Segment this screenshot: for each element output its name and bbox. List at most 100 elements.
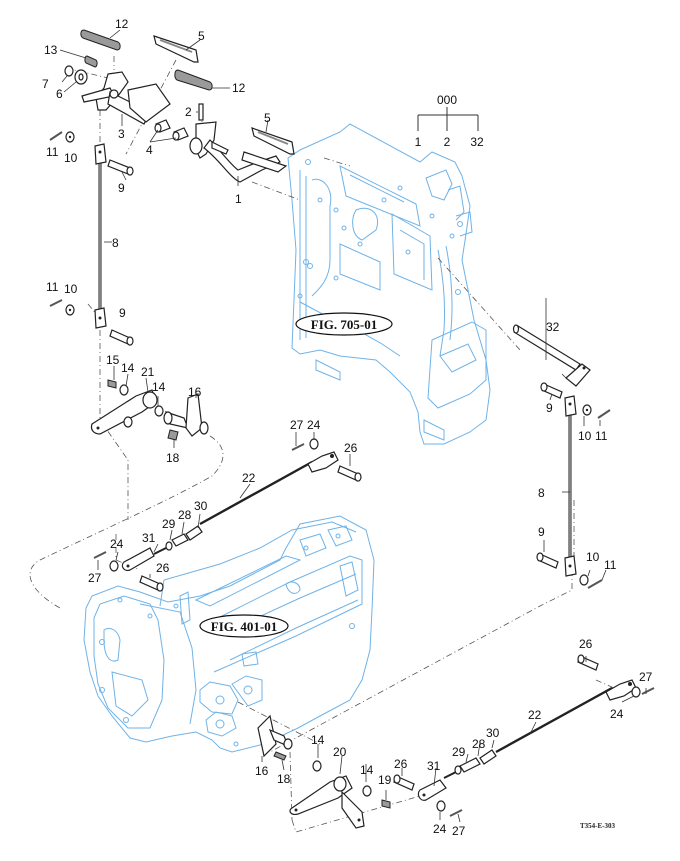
clevis-pin-26a	[337, 465, 362, 482]
callout-30-upper: 30	[194, 499, 208, 513]
callout-22-lower: 22	[528, 708, 542, 722]
callout-9-lower-left: 9	[119, 306, 126, 320]
callout-10-upper-left: 10	[64, 151, 78, 165]
clevis-pin-9b	[109, 329, 134, 346]
o-ring-14b	[154, 405, 164, 417]
assembly-child-32: 32	[470, 135, 484, 149]
rod-8-right	[564, 395, 577, 577]
bolt-15	[107, 379, 117, 389]
callout-8-left: 8	[112, 236, 119, 250]
fig-reference-705-01: FIG. 705-01	[295, 312, 393, 336]
cotter-pin-27c	[641, 687, 655, 695]
o-ring-14d	[362, 785, 372, 797]
callout-31-lower: 31	[427, 759, 441, 773]
callout-9-upper-right: 9	[546, 401, 553, 415]
callout-19: 19	[378, 773, 392, 787]
assembly-dash-lines	[29, 56, 615, 833]
callout-26-upper: 26	[344, 441, 358, 455]
callout-24-mid-left: 24	[110, 537, 124, 551]
callout-14-c: 14	[311, 733, 325, 747]
linkage-rod-22-upper	[121, 451, 339, 571]
washer-10b	[65, 304, 75, 316]
cotter-pin-11c	[597, 409, 611, 419]
callout-29-upper: 29	[162, 517, 176, 531]
washer-10d	[579, 574, 589, 586]
frame-plate-reference-drawing	[287, 123, 491, 445]
bolt-18b	[273, 751, 287, 761]
callout-11-lower-left: 11	[46, 280, 59, 294]
assembly-parent-label: 000	[437, 93, 457, 107]
bracket-16a	[163, 393, 209, 437]
callout-27-mid-left: 27	[88, 571, 102, 585]
lever-20	[289, 775, 365, 829]
clevis-pin-9d	[536, 552, 559, 569]
clevis-pin-26b	[139, 575, 164, 592]
assembly-child-1: 1	[415, 135, 422, 149]
cotter-pin-27a	[291, 443, 305, 451]
callout-8-right: 8	[538, 486, 545, 500]
bushing-4b	[172, 127, 189, 141]
callout-22-upper: 22	[242, 471, 256, 485]
callout-14-a: 14	[121, 361, 135, 375]
bolt-18a	[167, 429, 179, 441]
cotter-pin-11a	[49, 131, 63, 141]
callout-28-upper: 28	[178, 508, 192, 522]
callout-18-lower: 18	[277, 772, 291, 786]
callout-10-lower-right: 10	[586, 550, 600, 564]
callout-11-upper-right: 11	[595, 429, 608, 443]
callout-12-right: 12	[232, 81, 246, 95]
fig-label-705-01: FIG. 705-01	[311, 317, 377, 332]
lever-21	[90, 389, 158, 435]
callout-13: 13	[44, 43, 58, 57]
callout-9-lower-right: 9	[538, 525, 545, 539]
pedal-rubber-12-right	[174, 69, 213, 91]
spring-pin-2	[198, 103, 204, 121]
pedal-pad-5-left	[153, 35, 199, 63]
callout-4: 4	[146, 143, 153, 157]
callout-24-upper: 24	[307, 418, 321, 432]
callout-2: 2	[185, 105, 192, 119]
callout-18-upper: 18	[166, 451, 180, 465]
callout-3: 3	[118, 127, 125, 141]
callout-labels: 12 13 7 6 5 12 2 3 4 5 1 11 10 9 8 11 10…	[42, 17, 653, 838]
callout-11-lower-right: 11	[604, 558, 617, 572]
cotter-pin-11d	[587, 579, 603, 589]
callout-9-upper-left: 9	[118, 181, 125, 195]
callout-26-lower: 26	[394, 757, 408, 771]
transmission-case-reference-drawing	[83, 515, 375, 753]
callout-27-lower-right: 27	[639, 670, 653, 684]
pedal-rubber-12-left	[80, 29, 121, 51]
fig-reference-401-01: FIG. 401-01	[199, 614, 289, 638]
washer-10a	[65, 131, 75, 143]
snap-ring-7	[64, 65, 74, 77]
callout-10-upper-right: 10	[578, 429, 592, 443]
callout-5-left: 5	[198, 29, 205, 43]
callout-16-lower: 16	[255, 764, 269, 778]
cotter-pin-27b	[93, 551, 107, 559]
callout-14-d: 14	[360, 763, 374, 777]
washer-24b	[109, 560, 119, 572]
callout-6: 6	[56, 87, 63, 101]
assembly-child-2: 2	[444, 135, 451, 149]
cotter-pin-11b	[49, 299, 63, 307]
drawing-code: T354-E-303	[580, 822, 616, 830]
callout-31-upper: 31	[142, 531, 156, 545]
callout-1: 1	[235, 192, 242, 206]
callout-27-bottom: 27	[452, 824, 466, 838]
callout-5-right: 5	[264, 111, 271, 125]
callout-11-upper-left: 11	[46, 145, 59, 159]
sleeve-13	[84, 55, 98, 68]
clevis-pin-26d	[393, 774, 415, 791]
nut-19	[381, 799, 391, 809]
clevis-pin-9a	[107, 159, 134, 176]
cotter-pin-27d	[449, 809, 463, 817]
callout-28-lower: 28	[472, 737, 486, 751]
callout-32: 32	[546, 320, 560, 334]
clevis-pin-26c	[577, 654, 599, 671]
cross-shaft-group	[90, 379, 209, 441]
o-ring-14a	[119, 384, 129, 396]
clutch-pedal-1	[189, 121, 288, 183]
callout-14-b: 14	[152, 380, 166, 394]
washer-6	[74, 69, 88, 85]
